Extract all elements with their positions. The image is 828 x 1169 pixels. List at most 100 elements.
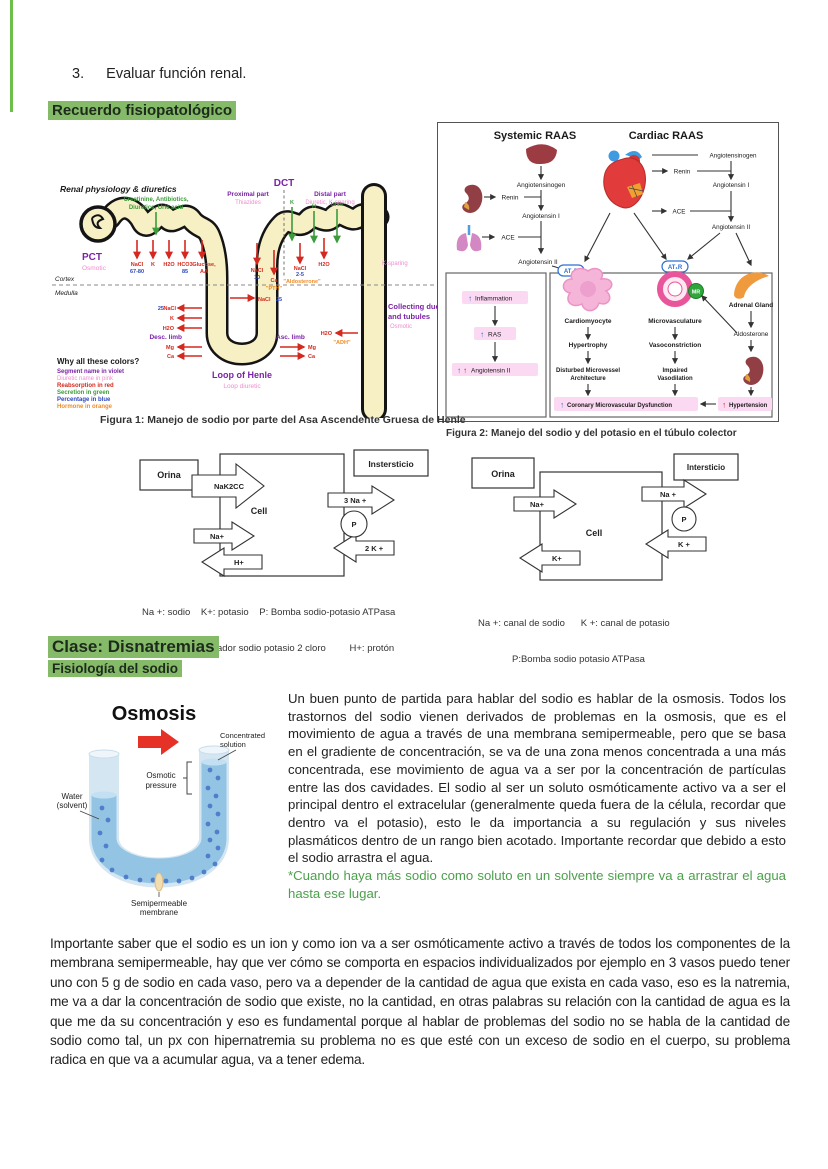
svg-text:NaCl: NaCl xyxy=(258,297,271,303)
svg-text:↑: ↑ xyxy=(560,401,564,410)
svg-text:H2O: H2O xyxy=(163,326,175,332)
paragraph-sodio: Un buen punto de partida para hablar del… xyxy=(288,691,786,866)
orina-box xyxy=(139,459,199,491)
svg-text:H2O: H2O xyxy=(318,262,330,268)
distal-diuretic-label: Diuretic, K-sparing xyxy=(305,200,354,206)
svg-text:Ca: Ca xyxy=(308,354,316,360)
list-item-3: 3. Evaluar función renal. xyxy=(72,66,246,82)
svg-text:K: K xyxy=(151,262,155,268)
nephron-tube xyxy=(79,183,390,418)
svg-text:10: 10 xyxy=(254,275,260,281)
svg-text:Ca: Ca xyxy=(167,354,175,360)
intersticio-label: Intersticio xyxy=(687,463,725,472)
svg-text:Angiotensinogen: Angiotensinogen xyxy=(710,153,757,160)
svg-text:Urea: Urea xyxy=(331,202,344,208)
renal-figure-title: Renal physiology & diuretics xyxy=(60,184,177,194)
na-in-arrow xyxy=(193,520,256,552)
dct-label: DCT xyxy=(274,178,295,189)
hypertension-badge: ↑ Hypertension xyxy=(718,397,772,411)
svg-text:Mg: Mg xyxy=(308,345,316,351)
collecting-duct-label-1: Collecting duct xyxy=(388,302,437,311)
svg-text:"ADH": "ADH" xyxy=(333,340,351,346)
pct-reabsorption-arrows xyxy=(133,240,206,260)
svg-text:NaCl: NaCl xyxy=(251,268,264,274)
svg-text:↑: ↑ xyxy=(480,330,484,339)
svg-text:Aldosterone: Aldosterone xyxy=(734,331,769,338)
svg-text:↑: ↑ xyxy=(463,366,467,375)
orina-box xyxy=(471,457,535,489)
pct-diuretic-label: Osmotic xyxy=(82,265,107,272)
svg-text:Angiotensin II: Angiotensin II xyxy=(471,368,511,375)
color-legend: Why all these colors? Segment name in vi… xyxy=(57,357,139,410)
svg-text:Water: Water xyxy=(61,792,82,801)
fig2-legend-line1: Na +: canal de sodio K +: canal de potas… xyxy=(478,618,670,629)
svg-text:membrane: membrane xyxy=(140,908,179,916)
pump-circle xyxy=(671,506,697,532)
raas-figure: Systemic RAAS Cardiac RAAS Angiotensinog… xyxy=(437,122,779,422)
svg-text:Hormone in orange: Hormone in orange xyxy=(57,404,113,410)
collecting-duct-label-2: and tubules xyxy=(388,312,430,321)
loop-diuretic-label: Loop diuretic xyxy=(223,383,261,390)
osmosis-labels: Water (solvent) Osmotic pressure Concent… xyxy=(57,731,265,916)
distal-part-label: Distal part xyxy=(314,191,347,198)
microvasculature-icon xyxy=(657,271,693,307)
renal-physiology-figure: Renal physiology & diuretics Cortex Medu… xyxy=(52,178,437,418)
cortex-label: Cortex xyxy=(55,276,75,283)
k-in-label: K + xyxy=(678,540,691,549)
fig2-legend-line2: P:Bomba sodio potasio ATPasa xyxy=(512,654,645,665)
svg-text:Creatinine, Antibiotics,: Creatinine, Antibiotics, xyxy=(123,197,188,203)
solute-dots xyxy=(97,767,221,884)
list-number: 3. xyxy=(72,66,85,82)
svg-text:MR: MR xyxy=(692,290,701,296)
svg-text:Impaired: Impaired xyxy=(662,368,687,374)
k2-in-arrow xyxy=(332,532,395,564)
svg-text:Osmotic: Osmotic xyxy=(146,771,175,780)
figura-2-caption: Figura 2: Manejo del sodio y del potasio… xyxy=(446,428,737,439)
svg-text:25: 25 xyxy=(276,297,282,303)
svg-text:Angiotensin I: Angiotensin I xyxy=(713,182,750,189)
svg-text:Concentrated: Concentrated xyxy=(220,731,265,740)
nak2cc-label: NaK2CC xyxy=(214,482,245,491)
loop-right-arrows: Mg Ca xyxy=(280,343,316,360)
na-label: Na+ xyxy=(210,532,225,541)
svg-text:NaCl: NaCl xyxy=(131,262,144,268)
orina-label: Orina xyxy=(157,470,182,480)
cell-label: Cell xyxy=(251,506,268,516)
liver-icon xyxy=(526,144,557,165)
pct-reabsorption-labels: NaCl 67-80 K H2O HCO3 85 Glucose, AA xyxy=(130,262,216,275)
adh-arrow: H2O "ADH" xyxy=(321,329,358,346)
coronary-dysfunction-badge: ↑ Coronary Microvascular Dysfunction xyxy=(554,397,698,411)
list-text: Evaluar función renal. xyxy=(106,66,247,82)
heading-fisiologia: Fisiología del sodio xyxy=(48,660,183,677)
nak2cc-arrow xyxy=(191,462,265,510)
osmosis-figure: Osmosis Water (solvent) Osmotic pressure… xyxy=(57,703,265,916)
svg-text:(solvent): (solvent) xyxy=(57,801,88,810)
figura-1-schematic: Orina Instersticio Cell NaK2CC Na+ H+ 3 … xyxy=(139,449,429,578)
svg-text:ACE: ACE xyxy=(673,209,686,216)
mr-badge: MR xyxy=(688,283,704,299)
cardiac-cascade: Angiotensinogen Renin Angiotensin I ACE … xyxy=(584,153,757,267)
figura-1-caption: Figura 1: Manejo de sodio por parte del … xyxy=(100,414,466,426)
svg-text:Semipermeable: Semipermeable xyxy=(131,899,188,908)
na-in-arrow xyxy=(513,488,578,520)
na-in-label: Na+ xyxy=(530,500,545,509)
u-tube xyxy=(88,745,230,888)
svg-text:HCO3: HCO3 xyxy=(177,262,192,268)
svg-text:25: 25 xyxy=(158,306,164,312)
at1r-badge-microvasculature: AT₁R xyxy=(661,260,689,273)
effects: Hypertrophy Disturbed Microvessel Archit… xyxy=(556,295,769,397)
svg-text:Renin: Renin xyxy=(502,195,519,202)
svg-text:RAS: RAS xyxy=(488,332,502,339)
thiazides-label: Thiazides xyxy=(235,200,261,206)
svg-text:↑: ↑ xyxy=(468,294,472,303)
kidney-icon-bottom xyxy=(743,356,764,385)
margin-line xyxy=(10,0,13,112)
cardiomyocyte-label: Cardiomyocyte xyxy=(565,318,612,325)
svg-text:K: K xyxy=(170,316,174,322)
paragraph-ion: Importante saber que el sodio es un ion … xyxy=(50,936,790,1068)
svg-text:ACE: ACE xyxy=(501,235,515,242)
svg-text:Hypertrophy: Hypertrophy xyxy=(569,342,608,349)
na-out-arrow xyxy=(641,478,708,510)
fig1-legend-line1: Na +: sodio K+: potasio P: Bomba sodio-p… xyxy=(142,607,396,618)
